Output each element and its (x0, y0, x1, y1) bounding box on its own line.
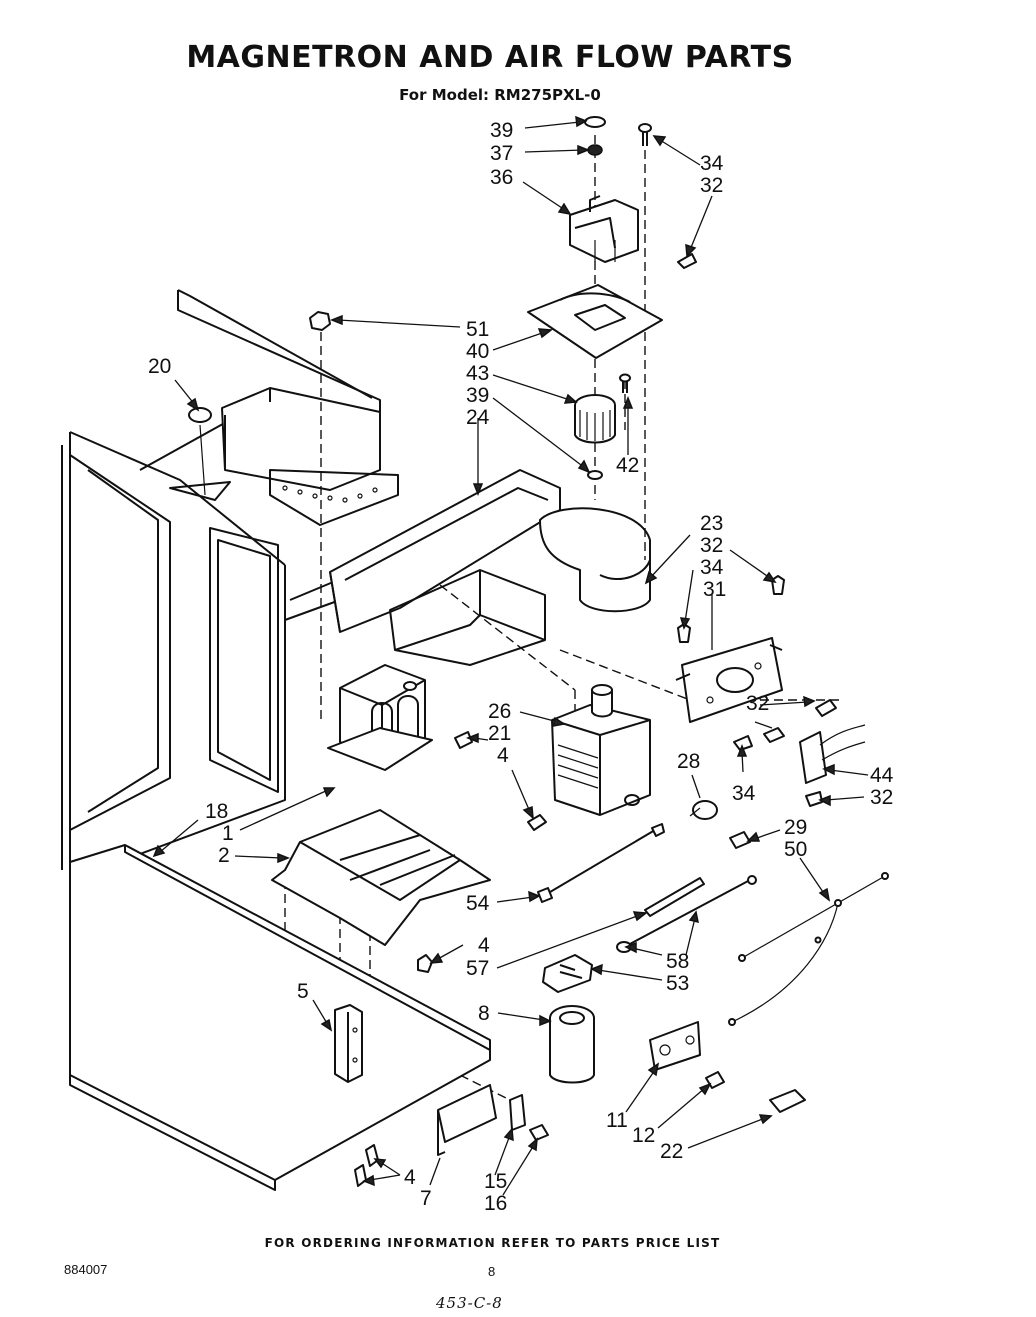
model-subtitle: For Model: RM275PXL-0 (399, 86, 601, 104)
ordering-notice: FOR ORDERING INFORMATION REFER TO PARTS … (264, 1236, 721, 1250)
handwritten-note: 453-C-8 (436, 1294, 503, 1312)
air-duct-part-24 (329, 469, 561, 633)
part-label: 20 (148, 355, 171, 378)
part-label: 34 (700, 152, 724, 175)
page-number: 8 (488, 1264, 496, 1279)
part-label: 53 (666, 972, 689, 995)
part-label: 28 (677, 750, 700, 773)
part-label: 23 (700, 512, 723, 535)
fan-motor-part-36 (569, 116, 639, 263)
part-label: 1 (222, 822, 234, 845)
part-label: 40 (466, 340, 489, 363)
blower-housing-part-23 (389, 507, 651, 666)
switch-part-44 (799, 724, 866, 784)
part-label: 51 (466, 318, 489, 341)
part-label: 37 (490, 142, 513, 165)
part-label: 7 (420, 1187, 432, 1210)
part-label: 54 (466, 892, 490, 915)
wire-harnesses (537, 823, 757, 953)
part-label: 21 (488, 722, 511, 745)
part-label: 31 (703, 578, 726, 601)
top-duct-box (221, 387, 399, 526)
part-label: 32 (746, 692, 769, 715)
transformer-part-1 (327, 664, 433, 771)
leader-arrows (152, 115, 869, 1196)
part-label: 39 (466, 384, 489, 407)
part-label: 32 (870, 786, 893, 809)
clip-part-21 (454, 731, 473, 749)
base-plate-part-2 (271, 809, 491, 946)
fan-blade-part-43 (574, 394, 616, 480)
part-label: 22 (660, 1140, 683, 1163)
part-label: 4 (478, 934, 490, 957)
part-label: 16 (484, 1192, 507, 1215)
part-label: 4 (497, 744, 509, 767)
page-title: MAGNETRON AND AIR FLOW PARTS (186, 40, 794, 75)
diode-part-28 (689, 800, 751, 849)
part-label: 29 (784, 816, 807, 839)
part-label: 24 (466, 406, 490, 429)
part-label: 15 (484, 1170, 507, 1193)
document-number: 884007 (64, 1262, 108, 1277)
part-label: 4 (404, 1166, 416, 1189)
part-label: 11 (606, 1109, 628, 1132)
screws-bracket (677, 575, 837, 807)
part-label: 57 (466, 957, 489, 980)
screw-part-4-upper (527, 814, 547, 831)
part-label: 34 (700, 556, 724, 579)
part-label: 32 (700, 174, 723, 197)
part-label: 18 (205, 800, 228, 823)
part-label: 58 (666, 950, 689, 973)
part-label: 5 (297, 980, 309, 1003)
part-label: 43 (466, 362, 489, 385)
panel-part-18 (69, 844, 491, 1191)
part-label: 44 (870, 764, 894, 787)
fuse-holder-part-53 (542, 954, 593, 993)
part-label: 8 (478, 1002, 490, 1025)
capacitor-part-8 (549, 1005, 595, 1084)
part-label: 2 (218, 844, 230, 867)
part-number-labels: 39 37 36 34 32 51 40 43 39 24 42 20 23 3… (148, 119, 894, 1215)
screw-part-42 (619, 373, 631, 393)
bracket-part-5 (334, 1004, 363, 1083)
part-label: 32 (700, 534, 723, 557)
magnetron-part-26 (551, 684, 651, 816)
part-label: 50 (784, 838, 807, 861)
screws-part-4-lower (354, 954, 433, 1187)
part-label: 36 (490, 166, 513, 189)
part-label: 34 (732, 782, 756, 805)
part-label: 42 (616, 454, 639, 477)
wire-part-50 (728, 872, 889, 1026)
thermal-cutout-part-20 (169, 407, 231, 501)
part-label: 12 (632, 1124, 655, 1147)
bracket-part-7 (437, 1084, 549, 1156)
screw-part-34-top (638, 123, 652, 146)
part-label: 39 (490, 119, 513, 142)
bracket-part-11 (649, 1021, 806, 1113)
nut-part-51 (309, 311, 331, 720)
bracket-part-31 (675, 637, 783, 723)
part-label: 26 (488, 700, 511, 723)
mounting-plate-part-40 (527, 284, 663, 359)
